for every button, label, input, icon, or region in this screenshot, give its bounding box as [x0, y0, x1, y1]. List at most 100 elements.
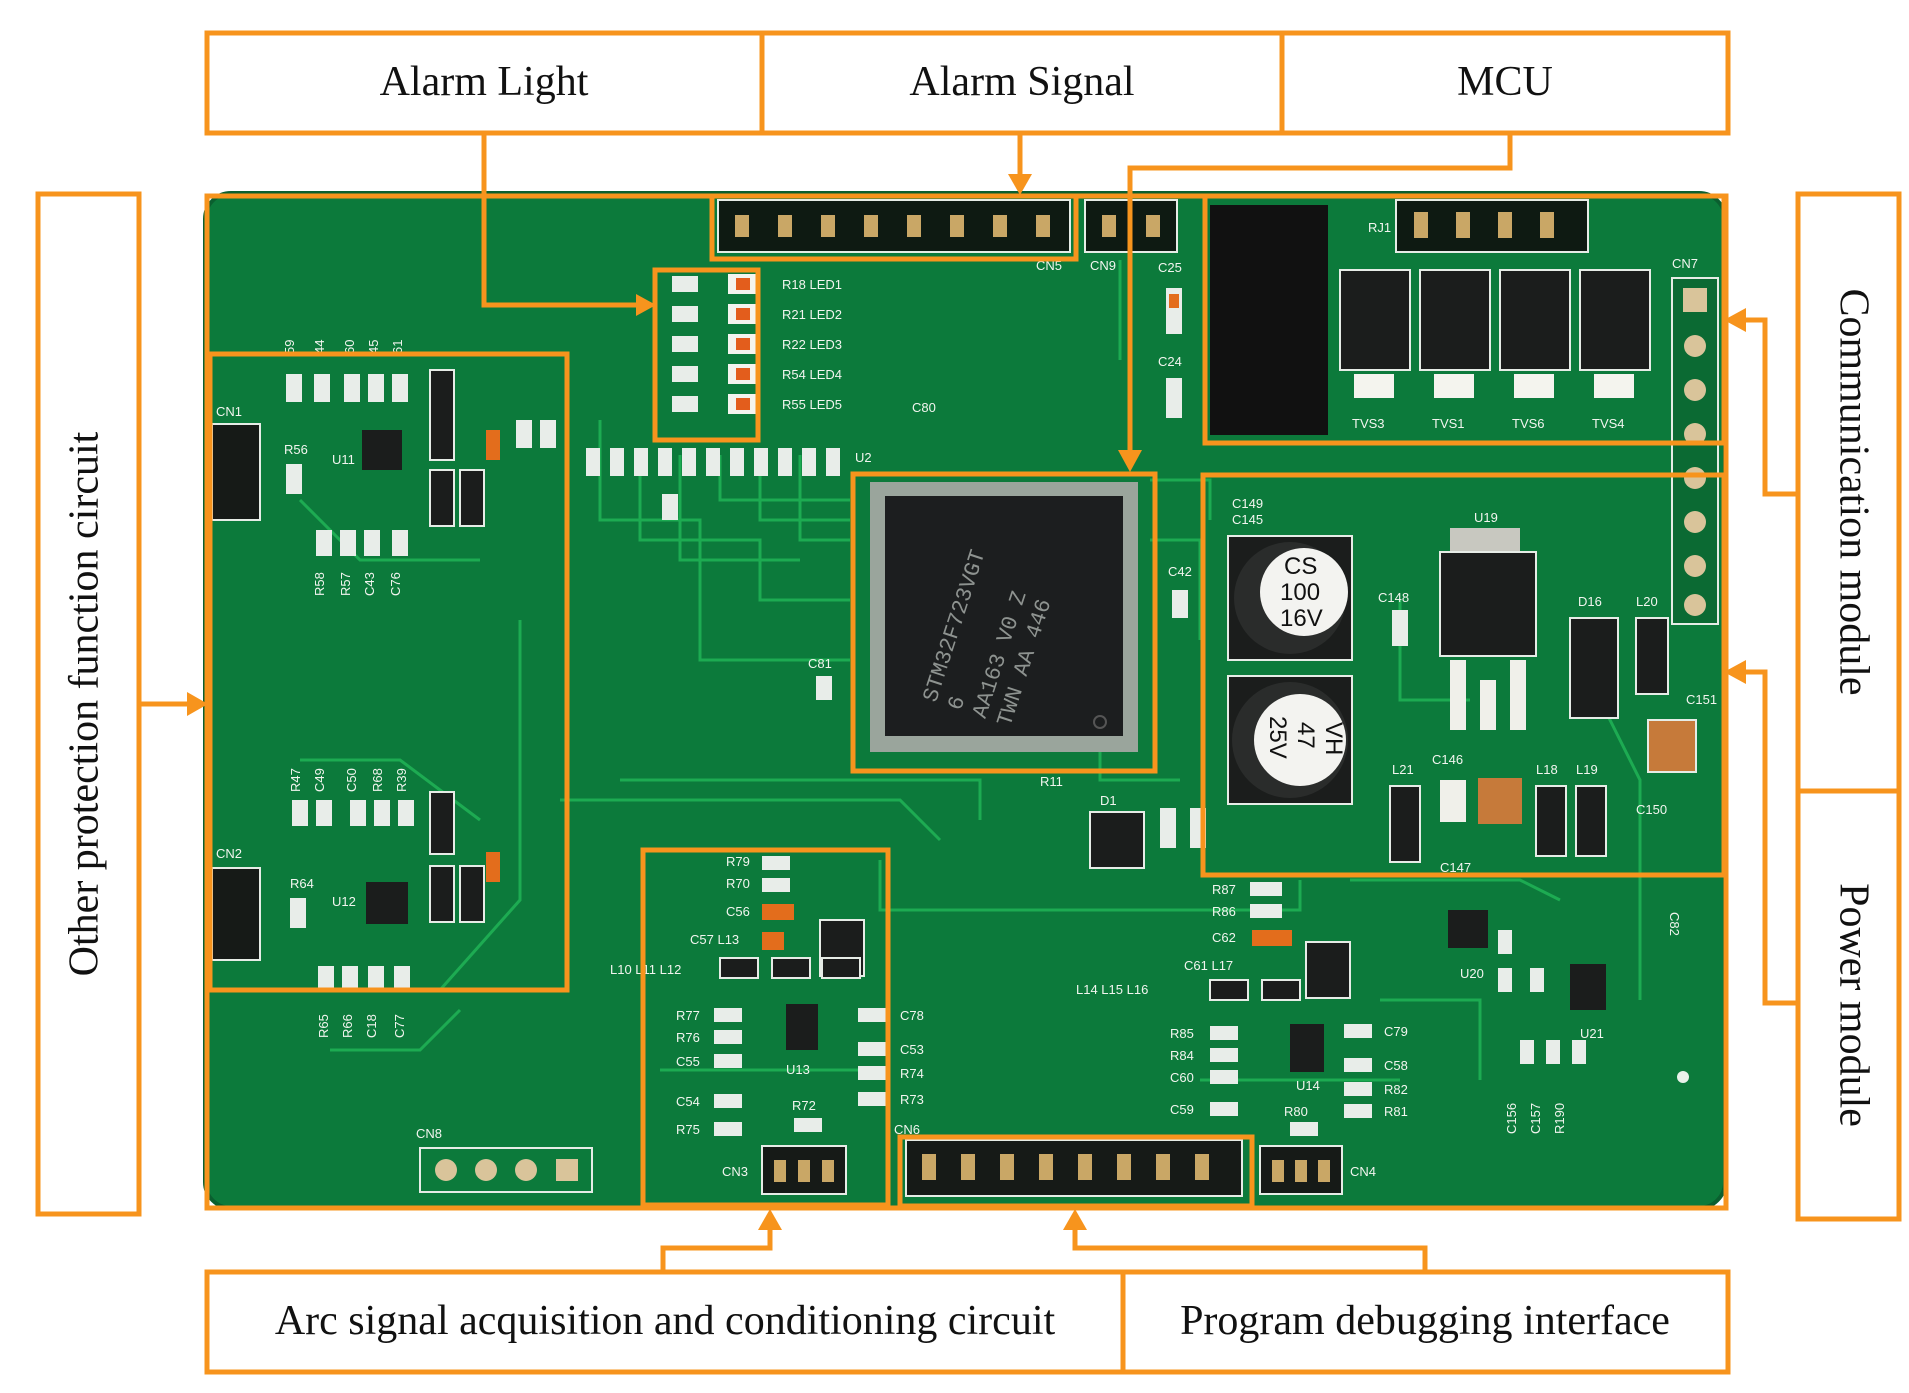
led-row: R22 LED3 [672, 334, 842, 354]
communication-arrow [1724, 308, 1746, 332]
c24-silk: C24 [1158, 354, 1182, 369]
communication-label: Communication module [1830, 288, 1876, 695]
misc-right-silk: C156 C157 R190 [1504, 1103, 1567, 1134]
u14-silk: U14 [1296, 1078, 1320, 1093]
lower-right-components: R87 R86 C62 C61 L17 L14 L15 L16 R85 R84 … [1076, 882, 1682, 1136]
mcu-arrow [1118, 450, 1142, 472]
c55-silk: C55 [676, 1054, 700, 1069]
alarm-light-label: Alarm Light [380, 59, 589, 105]
tvs-diodes: TVS3 TVS1 TVS6 TVS4 [1339, 269, 1651, 431]
silk-label: C76 [388, 572, 403, 596]
l14-silk: L14 L15 L16 [1076, 982, 1148, 997]
tvs1-silk: TVS1 [1432, 416, 1465, 431]
u12-silk: U12 [332, 894, 356, 909]
cn3-header: CN3 [722, 1145, 847, 1195]
c81-silk: C81 [808, 656, 832, 671]
silk-label: R57 [338, 572, 353, 596]
mcu-box [1279, 30, 1731, 136]
cn9-silk: CN9 [1090, 258, 1116, 273]
d16-part [1569, 617, 1619, 719]
left-mid-silk-row: R58 R57 C43 C76 [312, 572, 403, 596]
c58-silk: C58 [1384, 1058, 1408, 1073]
power-connector [1738, 669, 1798, 1006]
communication-components: RJ1 TVS3 TVS1 TVS6 TVS4 CN7 [1210, 199, 1719, 625]
u11-silk: U11 [332, 452, 355, 467]
r11-silk: R11 [1040, 774, 1063, 789]
silk-label: R58 [312, 572, 327, 596]
c146-silk: C146 [1432, 752, 1463, 767]
pcb-board: CN5 CN9 R18 LED1 R21 LED2 R22 LED3 [203, 191, 1727, 1210]
cn2-silk: CN2 [216, 846, 242, 861]
rj1-silk: RJ1 [1368, 220, 1391, 235]
c150-silk: C150 [1636, 802, 1667, 817]
pcb-traces [298, 260, 1642, 1082]
r86-silk: R86 [1212, 904, 1236, 919]
protection-components: CN1 R56 59 44 60 45 61 U11 R58 R57 C43 [211, 340, 556, 1038]
arc-signal-region [640, 847, 891, 1208]
cap1-marking: 16V [1280, 605, 1323, 632]
cn1-header [211, 423, 261, 521]
led-row: R21 LED2 [672, 304, 842, 324]
cn5-header: CN5 [717, 199, 1071, 273]
r73-silk: R73 [900, 1092, 924, 1107]
r72-silk: R72 [792, 1098, 816, 1113]
silk-label: R68 [370, 768, 385, 792]
r56-silk: R56 [284, 442, 308, 457]
silk-label: R190 [1552, 1103, 1567, 1134]
u11-chip [362, 430, 402, 470]
l20-part [1635, 617, 1669, 695]
cn3-silk: CN3 [722, 1164, 748, 1179]
communication-connector [1738, 317, 1798, 497]
r70-silk: R70 [726, 876, 750, 891]
cn4-header: CN4 [1259, 1145, 1376, 1195]
r77-silk: R77 [676, 1008, 700, 1023]
silk-label: R39 [394, 768, 409, 792]
cn6-silk: CN6 [894, 1122, 920, 1137]
mcu-label: MCU [1457, 59, 1553, 105]
silk-label: C156 [1504, 1103, 1519, 1134]
annotation-labels: Alarm Light Alarm Signal MCU Other prote… [62, 59, 1877, 1344]
c147-silk: C147 [1440, 860, 1471, 875]
tvs6-silk: TVS6 [1512, 416, 1545, 431]
c42-silk: C42 [1168, 564, 1192, 579]
l19-part [1575, 785, 1607, 857]
u20-chip [1448, 910, 1488, 948]
led-row: R18 LED1 [672, 274, 842, 294]
c60-silk: C60 [1170, 1070, 1194, 1085]
left-bottom-silk-row: R65 R66 C18 C77 [316, 1014, 407, 1038]
c59-silk: C59 [1170, 1102, 1194, 1117]
silk-label: R47 [288, 768, 303, 792]
l20-silk: L20 [1636, 594, 1658, 609]
cn7-silk: CN7 [1672, 256, 1698, 271]
cap2-marking: VH [1320, 722, 1347, 755]
tvs4-silk: TVS4 [1592, 416, 1625, 431]
u12-chip [366, 882, 408, 924]
arc-signal-arrow [758, 1209, 782, 1230]
l18-silk: L18 [1536, 762, 1558, 777]
r87-silk: R87 [1212, 882, 1236, 897]
cap1-marking: 100 [1280, 579, 1320, 606]
silk-label: C157 [1528, 1103, 1543, 1134]
led3-silk: R22 LED3 [782, 337, 842, 352]
l21-silk: L21 [1392, 762, 1414, 777]
power-label: Power module [1830, 883, 1876, 1127]
c78-silk: C78 [900, 1008, 924, 1023]
cn8-header: CN8 [416, 1126, 593, 1193]
cn5-silk: CN5 [1036, 258, 1062, 273]
cn4-silk: CN4 [1350, 1164, 1376, 1179]
cn6-header: CN6 [894, 1122, 1243, 1197]
annotation-layer [35, 30, 1902, 1375]
resistor-row [586, 448, 840, 520]
program-debugging-connector [1072, 1224, 1428, 1272]
d1-part [1089, 811, 1145, 869]
silk-label: R65 [316, 1014, 331, 1038]
u19-silk: U19 [1474, 510, 1498, 525]
alarm-light-region [652, 267, 761, 443]
silk-label: C77 [392, 1014, 407, 1038]
r80-silk: R80 [1284, 1104, 1308, 1119]
cap1-marking: CS [1284, 553, 1317, 580]
mcu-chip: STM32F723VGT 6 AA163 V0 Z TWN AA 446 [870, 482, 1138, 752]
top-left-silk-row: 59 44 60 45 61 [282, 340, 405, 354]
c61-silk: C61 L17 [1184, 958, 1233, 973]
r76-silk: R76 [676, 1030, 700, 1045]
